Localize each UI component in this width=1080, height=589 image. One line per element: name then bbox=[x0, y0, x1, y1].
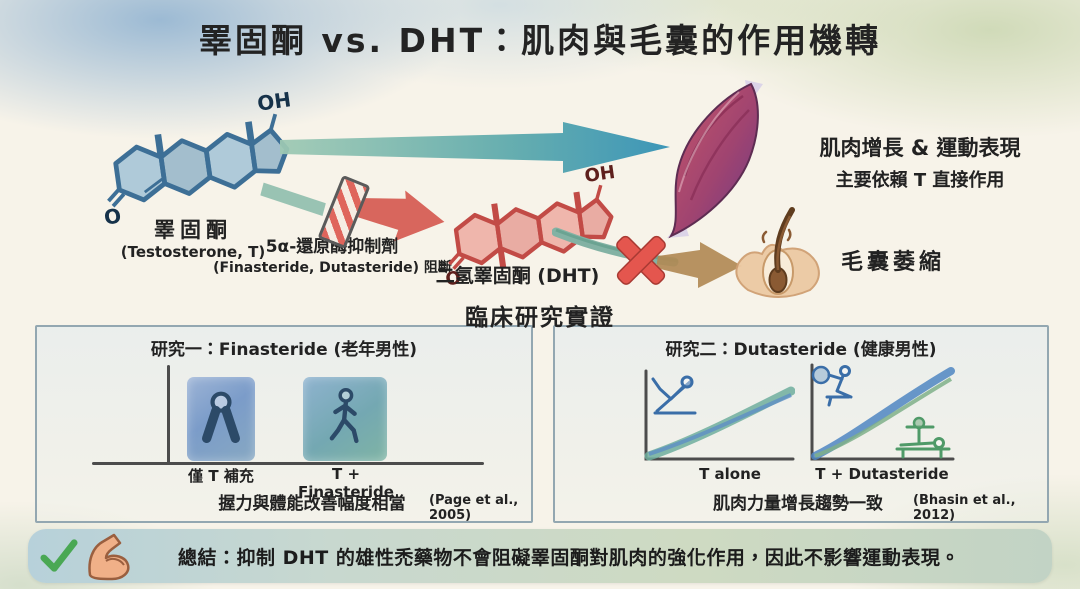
inhibitor-label-line2: (Finasteride, Dutasteride) 阻斷 bbox=[213, 260, 452, 276]
inhibitor-label-line1: 5α-還原酶抑制劑 bbox=[265, 237, 399, 257]
blocked-to-dht-arrow bbox=[353, 190, 445, 242]
study-two-chart-t-dutasteride bbox=[810, 363, 955, 461]
hand-gripper-icon bbox=[202, 391, 240, 444]
follicle-outcome-label: 毛囊萎縮 bbox=[840, 250, 945, 275]
clinical-evidence-heading: 臨床研究實證 bbox=[465, 305, 615, 331]
study-two-caption: 肌肉力量增長趨勢一致 bbox=[713, 494, 883, 514]
study-one-right-label: T + Finasteride bbox=[298, 465, 394, 501]
study-one-y-axis bbox=[167, 365, 170, 464]
study-one-citation: (Page et al., 2005) bbox=[429, 493, 519, 523]
bench-press-icon bbox=[895, 416, 951, 459]
walking-person-icon bbox=[329, 387, 359, 444]
study-two-card: 研究二：Dutasteride (健康男性) bbox=[553, 325, 1049, 523]
testosterone-subtitle: (Testosterone, T) bbox=[120, 243, 266, 261]
study-two-title: 研究二：Dutasteride (健康男性) bbox=[665, 340, 937, 360]
study-two-right-label: T + Dutasteride bbox=[815, 465, 949, 483]
muscle-outcome-line2: 主要依賴 T 直接作用 bbox=[835, 170, 1005, 191]
x-icon bbox=[616, 235, 666, 285]
ketone-label: O bbox=[102, 203, 122, 229]
page-title: 睪固酮 vs. DHT：肌肉與毛囊的作用機轉 bbox=[198, 21, 882, 60]
dht-to-follicle-blocked-arrow bbox=[552, 227, 742, 288]
study-two-citation: (Bhasin et al., 2012) bbox=[913, 493, 1016, 523]
leg-press-icon bbox=[651, 375, 697, 415]
summary-text: 總結：抑制 DHT 的雄性禿藥物不會阻礙睪固酮對肌肉的強化作用，因此不影響運動表… bbox=[178, 546, 960, 569]
bicep-icon bbox=[88, 533, 130, 581]
hydroxyl-label: OH bbox=[256, 87, 290, 115]
ketone-label: O bbox=[444, 267, 462, 290]
study-two-chart-t-alone bbox=[644, 369, 795, 461]
check-icon bbox=[40, 539, 78, 572]
study-two-left-label: T alone bbox=[699, 465, 761, 483]
muscle-outcome-line1: 肌肉增長 & 運動表現 bbox=[819, 136, 1021, 160]
summary-bar: 總結：抑制 DHT 的雄性禿藥物不會阻礙睪固酮對肌肉的強化作用，因此不影響運動表… bbox=[28, 529, 1052, 583]
t-to-dht-arrow bbox=[260, 182, 326, 216]
study-one-caption: 握力與體能改善幅度相當 bbox=[218, 494, 406, 514]
t-to-muscle-arrow bbox=[280, 122, 670, 173]
study-one-left-label: 僅 T 補充 bbox=[188, 467, 254, 485]
study-one-bar-t-only bbox=[187, 377, 255, 461]
hair-follicle-illustration bbox=[735, 207, 820, 298]
muscle-illustration bbox=[667, 80, 763, 239]
study-one-title: 研究一：Finasteride (老年男性) bbox=[150, 340, 418, 360]
hydroxyl-label: OH bbox=[583, 162, 615, 187]
dht-name: 二氢睪固酮 (DHT) bbox=[435, 265, 600, 287]
testosterone-molecule: OH O bbox=[102, 87, 290, 229]
study-one-bar-t-finasteride bbox=[303, 377, 387, 461]
testosterone-name: 睪固酮 bbox=[154, 218, 232, 242]
seated-press-icon bbox=[811, 365, 853, 407]
study-one-x-axis bbox=[92, 462, 484, 465]
study-one-card: 研究一：Finasteride (老年男性) 僅 T 補充 T + Finast… bbox=[35, 325, 533, 523]
